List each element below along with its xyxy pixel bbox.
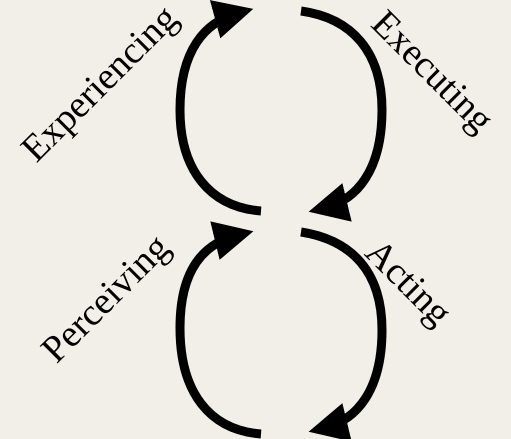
lower-right-arc-arrow: [300, 227, 387, 439]
label-perceiving: Perceiving: [33, 226, 178, 371]
upper-left-arc-arrow: [175, 0, 262, 216]
label-experiencing: Experiencing: [13, 0, 186, 170]
lower-left-arc-arrow: [175, 221, 262, 439]
upper-right-arc-arrow: [300, 6, 387, 222]
upper-loop: [175, 0, 387, 222]
lower-loop: [175, 221, 387, 439]
